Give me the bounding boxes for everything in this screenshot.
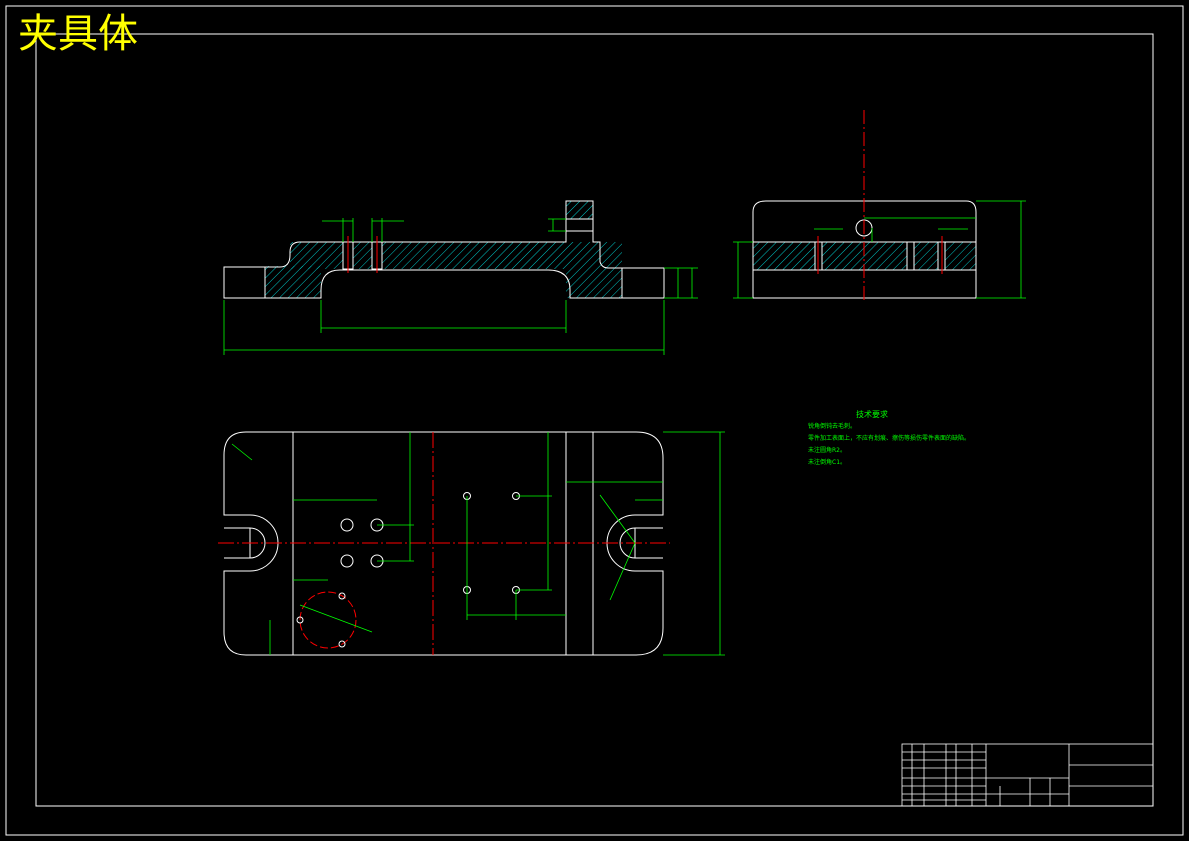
tech-requirement-item: 锐角倒钝去毛刺。	[808, 423, 857, 430]
title-block	[901, 743, 1154, 807]
front-outline	[223, 200, 665, 299]
top-dimensions	[231, 431, 725, 656]
front-hatch-left	[265, 266, 321, 298]
top-slot-right	[619, 527, 663, 559]
inner-frame	[35, 33, 1154, 807]
side-view	[733, 110, 1026, 302]
tech-requirements: 技术要求 锐角倒钝去毛刺。 零件加工表面上，不应有划痕、擦伤等损伤零件表面的缺陷…	[808, 409, 970, 469]
tech-requirement-item: 未注圆角R2。	[808, 447, 846, 454]
side-dimensions	[733, 200, 1026, 299]
top-hole	[340, 518, 354, 532]
front-lug-slot	[565, 218, 594, 232]
outer-frame	[5, 5, 1184, 836]
drawing-title: 夹具体	[18, 11, 138, 57]
side-outline	[752, 200, 977, 299]
top-hole-small	[338, 592, 346, 600]
top-slot-left	[224, 527, 266, 559]
top-view	[218, 431, 725, 656]
tech-requirements-heading: 技术要求	[856, 410, 888, 419]
front-view	[223, 200, 698, 355]
front-dimensions	[223, 218, 698, 355]
top-hole-small	[296, 616, 304, 624]
top-outline	[223, 431, 664, 656]
front-hatch-lug	[566, 201, 593, 219]
tech-requirement-item: 未注倒角C1。	[808, 459, 847, 466]
top-pcd-circle	[299, 591, 357, 649]
top-hole-small	[338, 640, 346, 648]
top-hole	[340, 554, 354, 568]
front-hatch-right	[566, 242, 622, 298]
front-hatch-top	[290, 242, 566, 269]
tech-requirement-item: 零件加工表面上，不应有划痕、擦伤等损伤零件表面的缺陷。	[808, 435, 971, 442]
side-hole-2	[906, 241, 915, 271]
